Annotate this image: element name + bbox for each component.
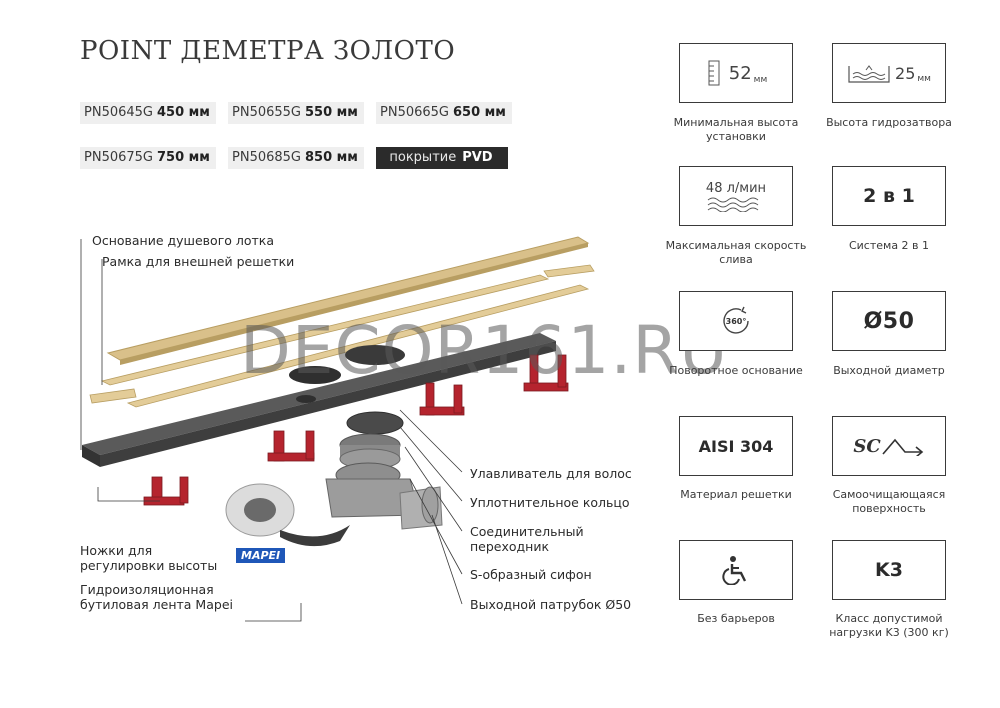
model-tag: PN50645G 450 мм	[80, 102, 216, 124]
model-code: PN50655G	[232, 105, 301, 120]
mapei-logo: MAPEI	[236, 548, 286, 563]
coating-value: PVD	[462, 150, 493, 165]
gold-frame-strip	[89, 388, 137, 404]
feature-value: AISI 304	[698, 436, 774, 456]
model-tag: PN50655G 550 мм	[228, 102, 364, 124]
feature-rotating-base: 360°	[679, 291, 793, 351]
model-code: PN50675G	[84, 150, 153, 165]
feature-load-class: K3	[832, 540, 946, 600]
feature-unit: мм	[917, 74, 931, 84]
drain-exploded-illustration	[80, 236, 595, 622]
self-clean-icon	[882, 438, 923, 456]
feature-caption: Система 2 в 1	[848, 239, 930, 252]
label-adapter: Соединительный переходник	[470, 524, 584, 554]
label-legs: Ножки для регулировки высоты	[80, 543, 218, 573]
feature-unit: мм	[753, 75, 768, 85]
model-size: 650 мм	[453, 105, 506, 120]
feature-caption: Высота гидрозатвора	[826, 116, 952, 129]
channel-body	[82, 333, 556, 455]
leg	[143, 354, 569, 506]
feature-value: 52	[728, 62, 752, 84]
water-seal-icon	[848, 65, 890, 83]
model-tag: PN50685G 850 мм	[228, 147, 364, 169]
feature-caption: Выходной диаметр	[833, 364, 945, 377]
feature-material: AISI 304	[679, 416, 793, 476]
model-code: PN50665G	[380, 105, 449, 120]
label-siphon: S-образный сифон	[470, 567, 592, 582]
label-base: Основание душевого лотка	[92, 233, 275, 248]
model-size: 550 мм	[305, 105, 358, 120]
hair-trap	[346, 411, 404, 435]
feature-barrier-free	[679, 540, 793, 600]
feature-caption: Без барьеров	[697, 612, 775, 625]
feature-self-cleaning: SC	[832, 416, 946, 476]
page-title: POINT ДЕМЕТРА ЗОЛОТО	[80, 36, 456, 66]
feature-outlet-diameter: Ø50	[832, 291, 946, 351]
feature-caption: Поворотное основание	[669, 364, 803, 377]
feature-min-height: 52 мм	[679, 43, 793, 103]
feature-flow-rate: 48 л/мин	[679, 166, 793, 226]
feature-value: K3	[875, 559, 903, 581]
rotate-icon: 360°	[723, 306, 749, 334]
feature-value: 48	[705, 180, 723, 196]
feature-value: 2 в 1	[863, 185, 915, 207]
feature-water-seal: 25 мм	[832, 43, 946, 103]
coating-label: покрытие	[389, 150, 457, 165]
model-code: PN50685G	[232, 150, 301, 165]
label-hair-trap: Улавливатель для волос	[470, 466, 632, 481]
model-tag: PN50665G 650 мм	[376, 102, 512, 124]
model-size: 450 мм	[157, 105, 210, 120]
label-frame: Рамка для внешней решетки	[102, 254, 295, 269]
label-tape: Гидроизоляционная бутиловая лента Mapei	[80, 582, 233, 612]
feature-caption: Самоочищающаяся поверхность	[832, 488, 946, 515]
gold-frame-strip	[126, 284, 590, 408]
coating-badge: покрытие PVD	[376, 147, 508, 169]
feature-value: 25	[895, 63, 916, 83]
feature-value: 360°	[726, 317, 747, 326]
feature-caption: Материал решетки	[680, 488, 792, 501]
feature-value: Ø50	[863, 308, 915, 334]
model-size: 850 мм	[305, 150, 358, 165]
feature-unit: л/мин	[726, 180, 767, 196]
label-outlet: Выходной патрубок Ø50	[470, 597, 632, 612]
wheelchair-icon	[722, 556, 747, 585]
feature-value: SC	[853, 435, 881, 457]
feature-caption: Минимальная высота установки	[673, 116, 799, 143]
waves-icon	[707, 197, 759, 212]
feature-2in1: 2 в 1	[832, 166, 946, 226]
model-size: 750 мм	[157, 150, 210, 165]
ruler-icon	[708, 60, 720, 86]
gold-frame-strip	[100, 274, 550, 386]
model-code: PN50645G	[84, 105, 153, 120]
model-tag: PN50675G 750 мм	[80, 147, 216, 169]
feature-caption: Максимальная скорость слива	[665, 239, 807, 266]
feature-caption: Класс допустимой нагрузки K3 (300 кг)	[829, 612, 949, 639]
label-seal: Уплотнительное кольцо	[470, 495, 630, 510]
